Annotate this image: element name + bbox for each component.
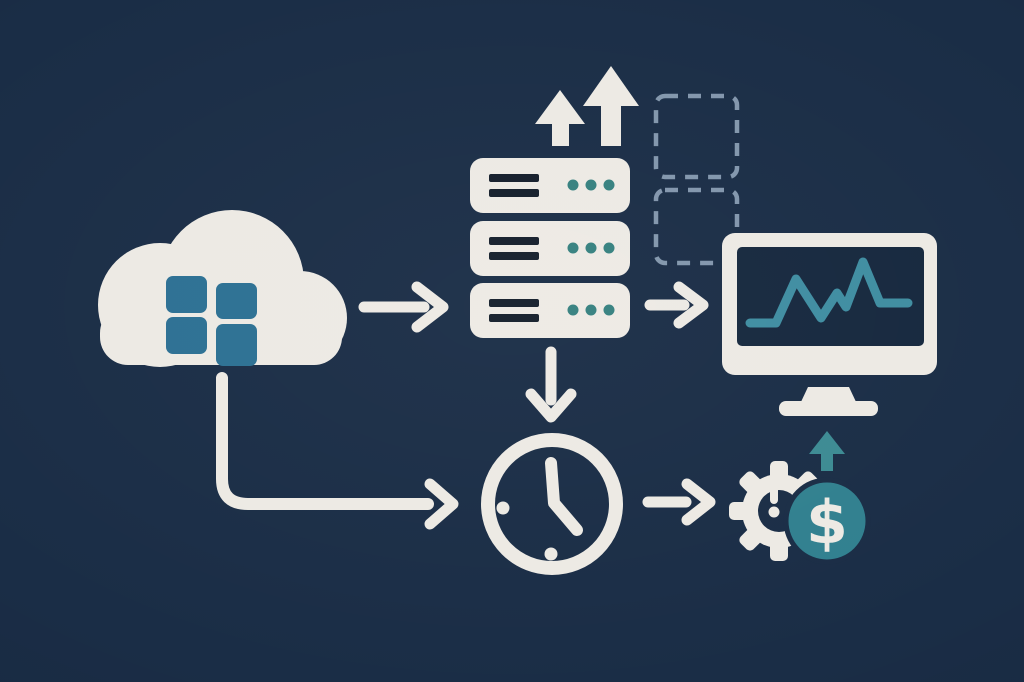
dashed-placeholder-squares	[653, 93, 740, 266]
server-status-dot	[585, 179, 597, 191]
dashed-square-bottom	[653, 187, 740, 266]
monitor-icon	[722, 233, 937, 416]
throughput-up-arrows	[535, 66, 639, 146]
elbow-arrow-shaft	[216, 372, 434, 510]
arrow-cloud-to-servers	[358, 281, 449, 333]
clock-icon	[481, 433, 623, 575]
up-arrow-large	[583, 66, 639, 146]
clock-tick-6	[544, 547, 558, 561]
server-slot-bar	[489, 252, 539, 260]
app-tile-bottom-left	[166, 317, 207, 354]
app-tile-top-right	[216, 283, 257, 319]
arrow-servers-to-monitor	[644, 281, 709, 329]
up-arrow-large-shaft	[601, 101, 621, 146]
cloud-icon	[98, 210, 347, 367]
up-arrow-small-head	[535, 90, 585, 124]
server-slot-bar	[489, 189, 539, 197]
arrow-head	[673, 281, 709, 329]
clock-tick-9	[496, 501, 510, 515]
server-stack-icon	[470, 158, 630, 338]
arrow-clock-to-cost	[642, 478, 716, 526]
arrow-head	[411, 281, 449, 333]
server-chassis	[470, 221, 630, 276]
screen-line-graph	[745, 257, 913, 328]
gear-dollar-icon: $	[729, 431, 871, 565]
arrow-head	[681, 478, 716, 526]
server-status-dot	[603, 179, 615, 191]
app-tile-bottom-right	[216, 324, 257, 366]
server-status-dot	[585, 304, 597, 316]
server-slot-bar	[489, 237, 539, 245]
app-tile-top-left	[166, 276, 207, 313]
server-status-dot	[603, 242, 615, 254]
server-chassis	[470, 283, 630, 338]
cloud-app-grid	[166, 276, 257, 366]
up-arrow-large-head	[583, 66, 639, 106]
server-slot-bar	[489, 174, 539, 182]
dollar-coin	[783, 477, 871, 565]
server-status-dot	[585, 242, 597, 254]
dashed-square-top	[653, 93, 740, 180]
server-chassis	[470, 158, 630, 213]
arrow-head	[424, 478, 459, 530]
dollar-sign: $	[806, 488, 848, 558]
monitor-base	[779, 401, 878, 416]
arrow-head	[525, 388, 577, 423]
up-arrow-small-shaft	[552, 119, 569, 146]
server-slot-bar	[489, 314, 539, 322]
clock-face-ring	[481, 433, 623, 575]
growth-arrow-shaft	[821, 450, 833, 471]
server-status-dot	[567, 242, 579, 254]
server-unit-2	[470, 221, 630, 276]
server-unit-1	[470, 158, 630, 213]
server-status-dot	[567, 179, 579, 191]
server-slot-bar	[489, 299, 539, 307]
server-status-dot	[567, 304, 579, 316]
server-unit-3	[470, 283, 630, 338]
clock-hands	[545, 457, 583, 536]
up-arrow-small	[535, 90, 585, 146]
server-status-dot	[603, 304, 615, 316]
growth-up-arrow	[809, 431, 845, 471]
arrow-cloud-to-clock	[216, 372, 459, 530]
gear-needle-dot	[768, 506, 780, 518]
growth-arrow-head	[809, 431, 845, 454]
monitor-neck	[800, 387, 857, 404]
arrow-servers-to-clock	[525, 346, 577, 423]
